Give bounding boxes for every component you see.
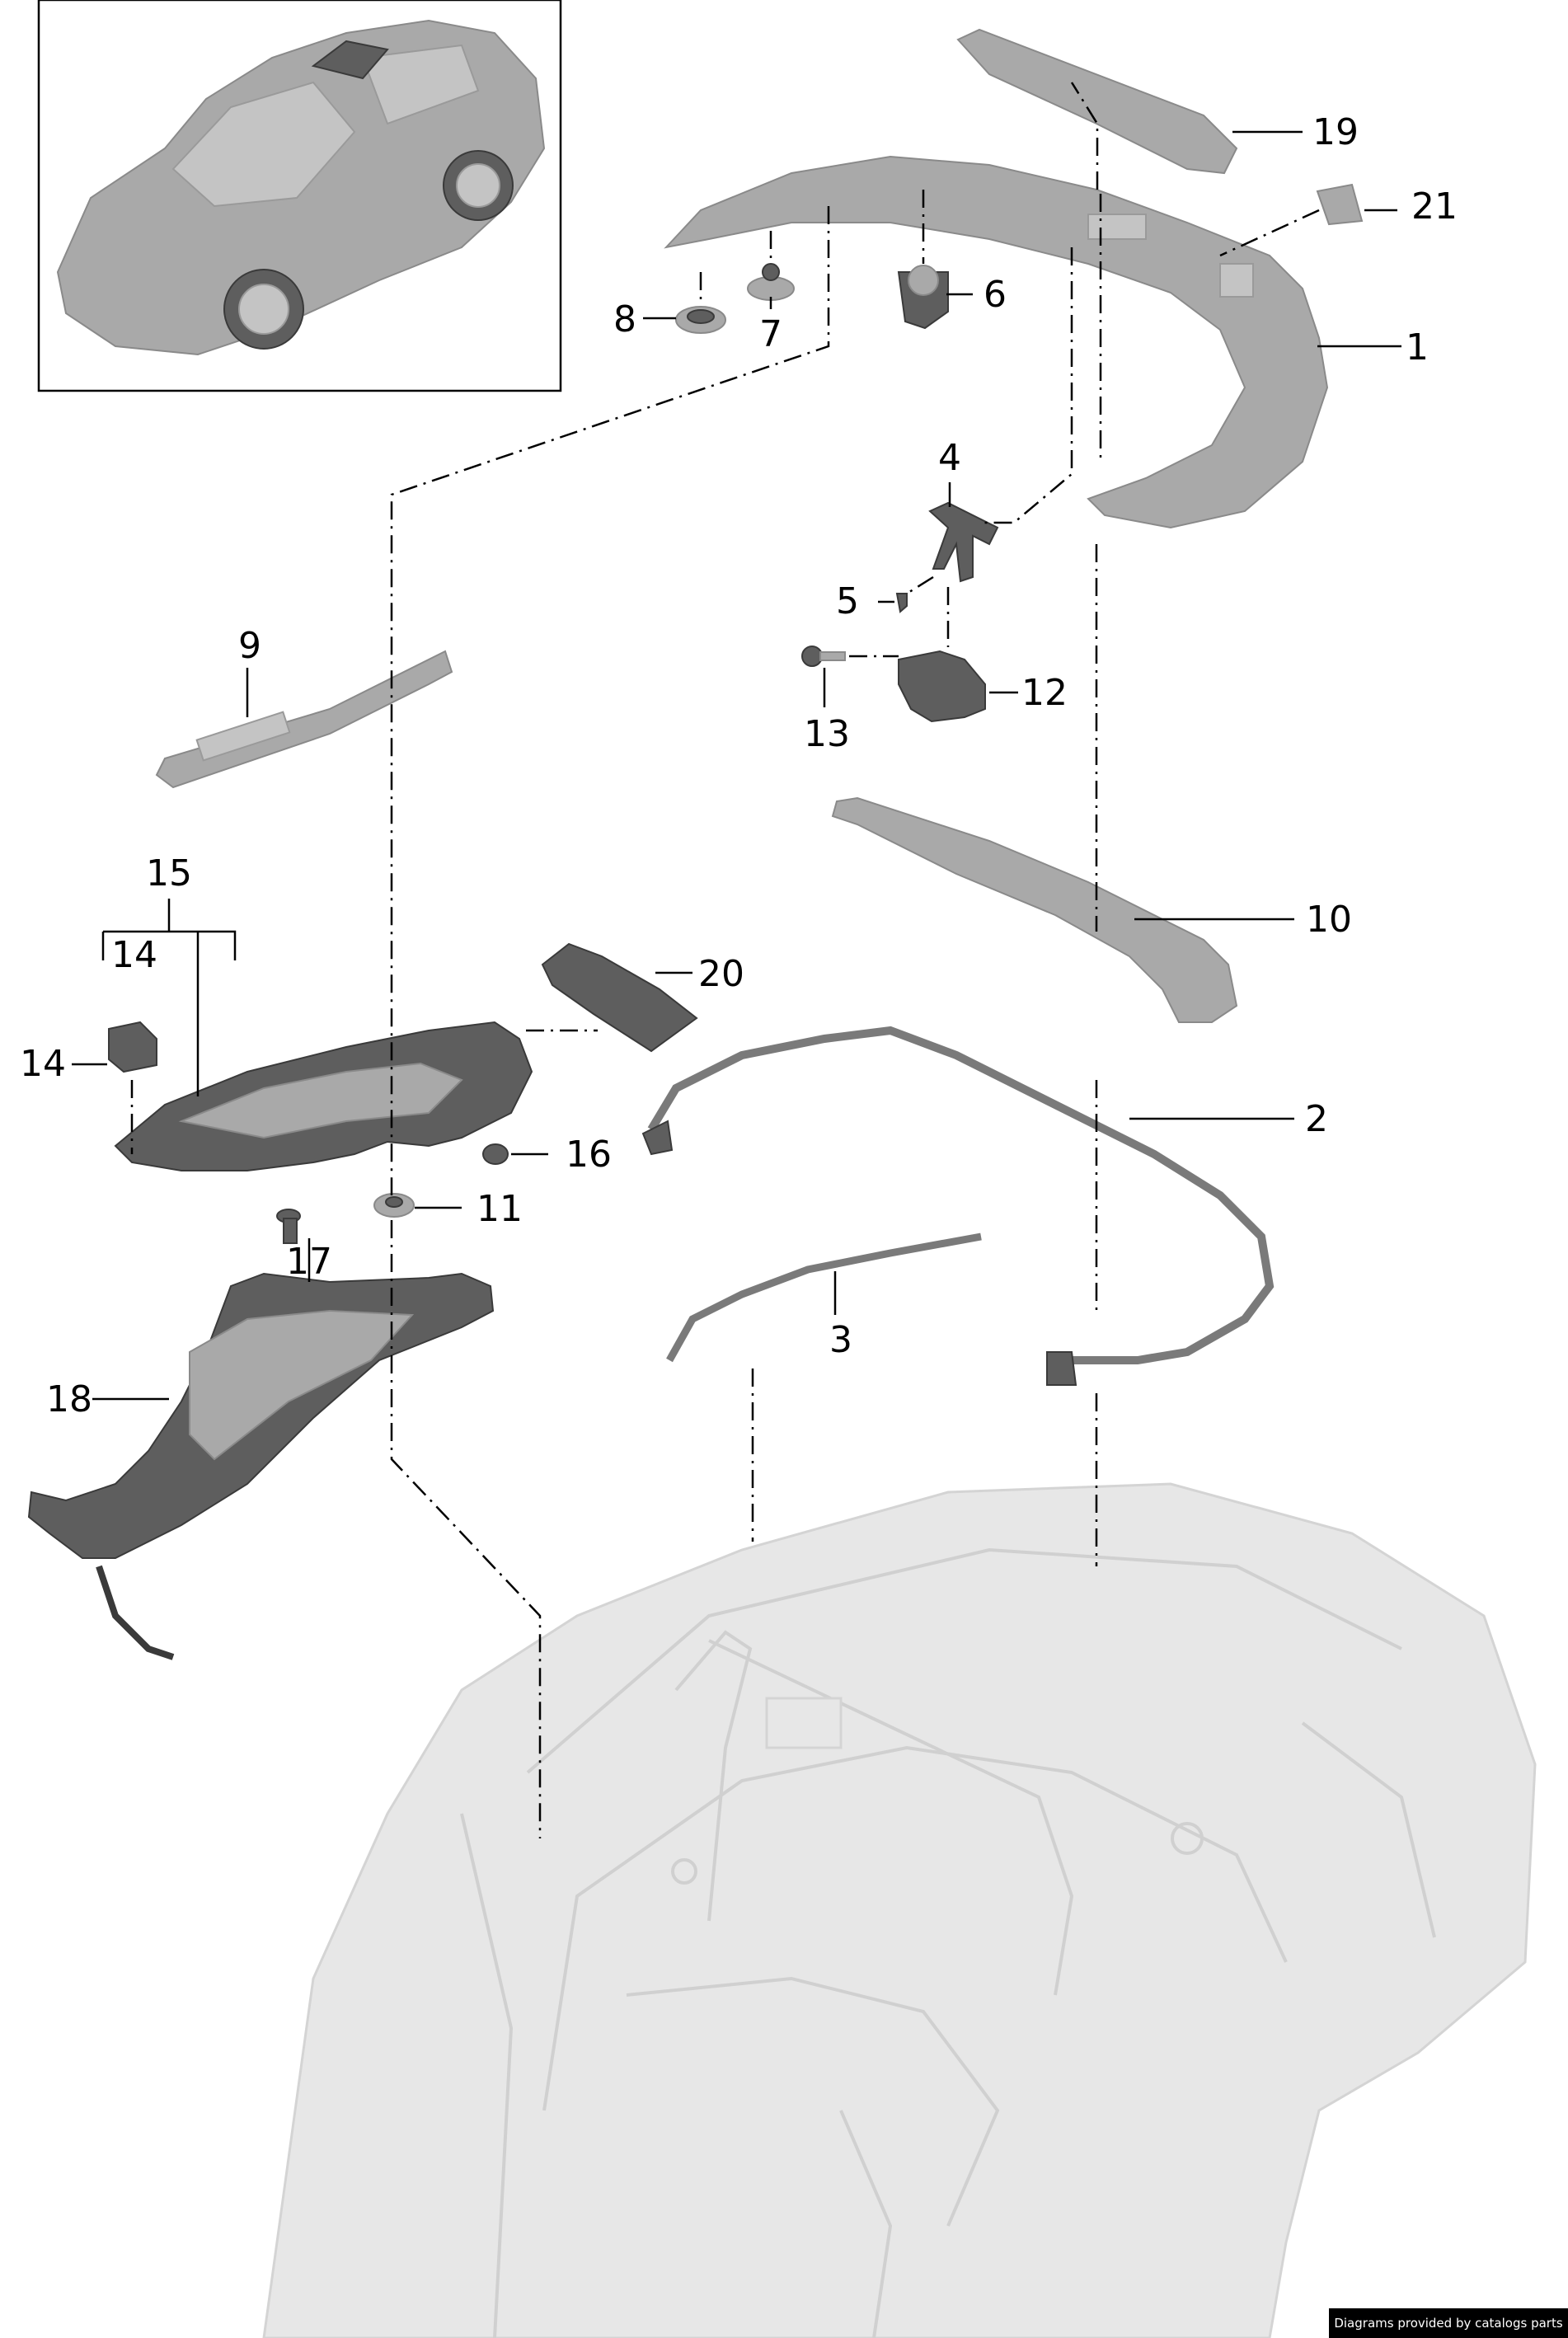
- part-10-rail: [831, 796, 1238, 1023]
- part-1-tonneau-cover: [664, 155, 1329, 529]
- callout-9: 9: [238, 625, 261, 667]
- callout-7: 7: [759, 313, 782, 355]
- part-12-bracket: [898, 650, 986, 723]
- part-6-clip: [897, 265, 949, 330]
- part-19-trim-strip: [956, 28, 1238, 175]
- callout-2: 2: [1305, 1098, 1328, 1140]
- part-4-bracket: [928, 501, 999, 583]
- part-9-strip: [155, 650, 453, 789]
- assembly-lines: [130, 82, 1320, 1838]
- part-5-screw: [895, 593, 908, 613]
- callout-4: 4: [938, 437, 961, 479]
- part-3-strip: [666, 1232, 982, 1363]
- part-13-bolt: [801, 646, 846, 667]
- part-8-clip: [675, 306, 726, 334]
- callout-20: 20: [698, 953, 744, 995]
- part-17-bolt: [276, 1209, 301, 1244]
- credit-badge: Diagrams provided by catalogs parts: [1329, 2308, 1568, 2338]
- car-body-ghost: [262, 1482, 1537, 2338]
- part-16-nut: [482, 1143, 509, 1165]
- part-14-block: [108, 1021, 157, 1073]
- callout-19: 19: [1312, 111, 1359, 153]
- callout-labels: 19 21 1 6 7 8 4 5 12 13 10 9 20 15 14 14…: [20, 111, 1458, 1420]
- callout-14: 14: [20, 1043, 66, 1085]
- leader-lines: [72, 130, 1401, 1401]
- callout-3: 3: [829, 1319, 852, 1361]
- callout-11: 11: [477, 1188, 523, 1230]
- part-21-pad: [1316, 183, 1364, 226]
- callout-17: 17: [286, 1241, 332, 1283]
- callout-13: 13: [804, 713, 850, 755]
- callout-1: 1: [1406, 326, 1429, 369]
- part-2-seal: [647, 1026, 1275, 1364]
- callout-21: 21: [1411, 185, 1458, 228]
- callout-5: 5: [836, 580, 859, 622]
- callout-16: 16: [566, 1134, 612, 1176]
- callout-10: 10: [1306, 899, 1352, 941]
- vehicle-thumbnail: [37, 0, 562, 392]
- part-7-clip: [747, 263, 795, 301]
- part-20-pouch: [541, 942, 698, 1053]
- part-11-grommet: [373, 1193, 415, 1218]
- callout-14-bracket: 14: [111, 934, 157, 976]
- callout-12: 12: [1021, 672, 1068, 714]
- callout-6: 6: [984, 274, 1007, 316]
- callout-8: 8: [613, 298, 636, 340]
- callout-18: 18: [46, 1378, 92, 1420]
- callout-15: 15: [146, 852, 192, 894]
